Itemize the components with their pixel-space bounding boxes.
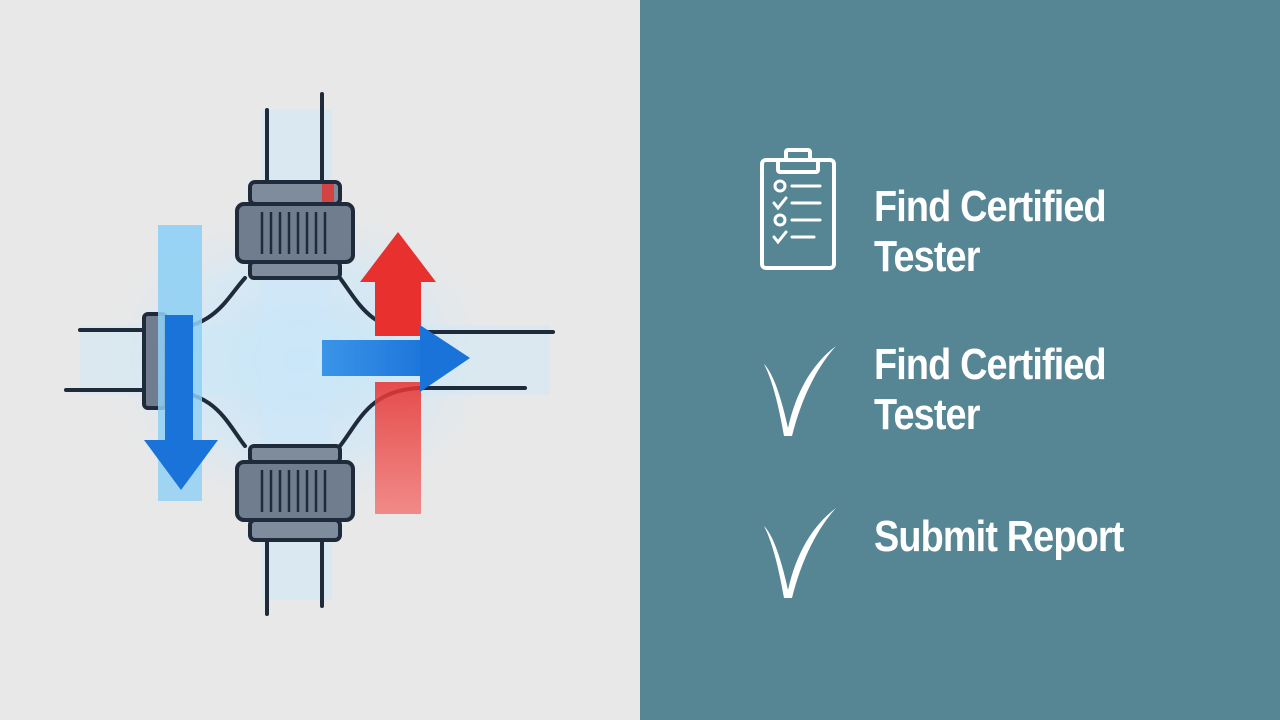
step-label: Find Certified Tester	[874, 340, 1107, 440]
clipboard-checklist-icon	[748, 148, 848, 270]
step-label-line2: Tester	[874, 390, 980, 439]
pipes	[64, 92, 555, 616]
right-flow-arrow-icon	[322, 325, 470, 392]
top-valve	[235, 180, 355, 280]
step-find-tester-1: Find Certified Tester	[640, 148, 1280, 281]
step-label-line1: Find Certified	[874, 340, 1107, 389]
step-label-line1: Submit Report	[874, 512, 1124, 561]
checkmark-icon	[764, 508, 836, 598]
up-flow-arrow-icon	[360, 232, 436, 514]
bottom-valve	[235, 444, 355, 542]
step-label: Find Certified Tester	[874, 182, 1107, 282]
step-label: Submit Report	[874, 512, 1124, 562]
down-flow-arrow-icon	[144, 225, 218, 501]
steps-panel: Find Certified Tester Find Certified Tes…	[640, 0, 1280, 720]
checkmark-icon	[750, 492, 850, 612]
diagram-panel	[0, 0, 640, 720]
step-find-tester-2: Find Certified Tester	[640, 330, 1280, 440]
backflow-preventer-diagram-icon	[64, 92, 555, 616]
checkmark-icon	[750, 330, 850, 450]
step-submit-report: Submit Report	[640, 492, 1280, 598]
checkmark-icon	[764, 346, 836, 436]
step-label-line2: Tester	[874, 232, 980, 281]
clipboard-checklist-icon	[760, 148, 836, 270]
step-label-line1: Find Certified	[874, 182, 1107, 231]
